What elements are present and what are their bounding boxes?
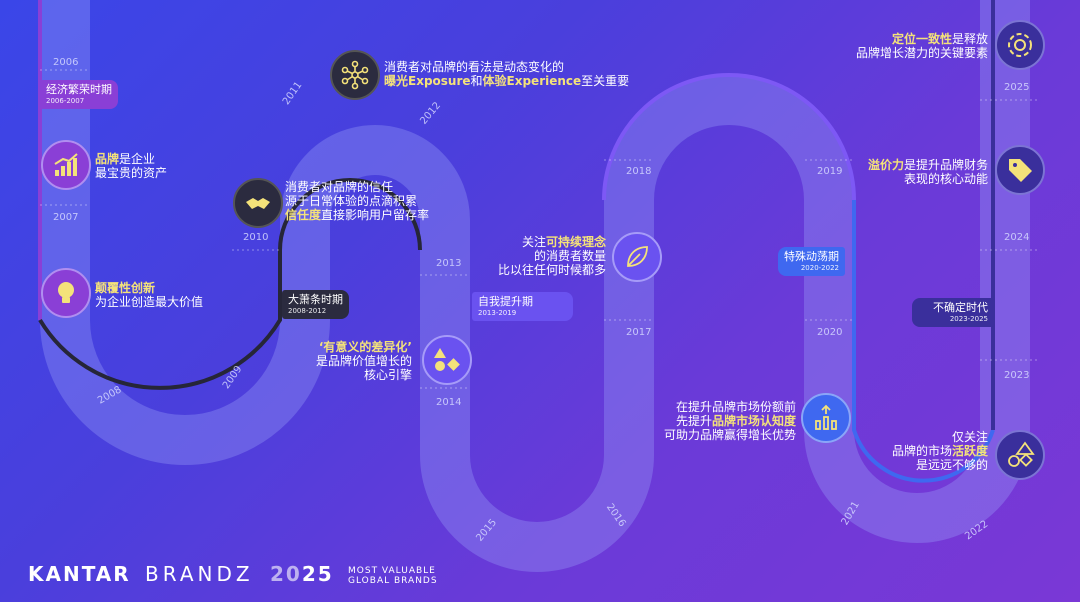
insight-text: 先提升 bbox=[675, 414, 712, 428]
insight-text: 是释放 bbox=[951, 32, 988, 46]
insight-text: 源于日常体验的点滴积累 bbox=[285, 194, 418, 208]
insight-premium-power: 溢价力是提升品牌财务 表现的核心动能 bbox=[850, 158, 988, 186]
era-range: 2006-2007 bbox=[46, 97, 85, 105]
year-label-2010: 2010 bbox=[243, 232, 269, 243]
insight-text: 是远远不够的 bbox=[915, 458, 988, 472]
era-name: 不确定时代 bbox=[933, 301, 988, 314]
leaf-icon bbox=[612, 232, 662, 282]
insight-text: 为企业创造最大价值 bbox=[95, 295, 204, 309]
insight-text: 直接影响用户留存率 bbox=[321, 208, 430, 222]
insight-highlight: 颠覆性创新 bbox=[95, 281, 156, 295]
growth-chart-icon bbox=[41, 140, 91, 190]
shapes-icon bbox=[422, 335, 472, 385]
lightbulb-icon bbox=[41, 268, 91, 318]
logo-year-a: 20 bbox=[269, 562, 302, 586]
era-self-improvement: 自我提升期 2013-2019 bbox=[472, 292, 573, 321]
era-depression: 大萧条时期 2008-2012 bbox=[282, 290, 349, 319]
logo-sub: BRANDZ bbox=[145, 562, 254, 586]
era-name: 自我提升期 bbox=[478, 295, 533, 308]
insight-market-activity: 仅关注 品牌的市场活跃度 是远远不够的 bbox=[870, 430, 988, 472]
insight-text: 消费者对品牌的看法是动态变化的 bbox=[384, 60, 565, 74]
insight-highlight: 体验Experience bbox=[482, 74, 582, 88]
kantar-brandz-logo: KANTAR BRANDZ 2025 MOST VALUABLE GLOBAL … bbox=[28, 562, 438, 586]
insight-meaningful-difference: ‘有意义的差异化’ 是品牌价值增长的 核心引擎 bbox=[300, 340, 412, 382]
shapes-icon bbox=[995, 430, 1045, 480]
insight-text: 和 bbox=[470, 74, 483, 88]
insight-text: 消费者对品牌的信任 bbox=[285, 180, 394, 194]
insight-highlight: ‘有意义的差异化’ bbox=[318, 340, 412, 354]
insight-disruptive-innovation: 颠覆性创新 为企业创造最大价值 bbox=[95, 281, 203, 309]
logo-brand: KANTAR bbox=[28, 562, 131, 586]
insight-text: 是企业 bbox=[119, 152, 156, 166]
year-label-2023: 2023 bbox=[1004, 370, 1030, 381]
era-name: 大萧条时期 bbox=[288, 293, 343, 306]
insight-exposure-experience: 消费者对品牌的看法是动态变化的 曝光Exposure和体验Experience至… bbox=[384, 60, 629, 88]
insight-sustainability: 关注可持续理念 的消费者数量 比以往任何时候都多 bbox=[480, 235, 606, 277]
handshake-icon bbox=[233, 178, 283, 228]
insight-brand-awareness: 在提升品牌市场份额前 先提升品牌市场认知度 可助力品牌赢得增长优势 bbox=[640, 400, 796, 442]
era-range: 2013-2019 bbox=[478, 309, 517, 317]
era-range: 2023-2025 bbox=[949, 315, 988, 323]
insight-text: 的消费者数量 bbox=[533, 249, 606, 263]
insight-highlight: 曝光Exposure bbox=[384, 74, 471, 88]
insight-text: 比以往任何时候都多 bbox=[497, 263, 606, 277]
era-name: 经济繁荣时期 bbox=[46, 83, 112, 96]
insight-brand-asset: 品牌是企业 最宝贵的资产 bbox=[95, 152, 167, 180]
insight-highlight: 溢价力 bbox=[867, 158, 904, 172]
era-name: 特殊动荡期 bbox=[784, 250, 839, 263]
year-label-2007: 2007 bbox=[53, 212, 79, 223]
insight-highlight: 活跃度 bbox=[951, 444, 988, 458]
year-label-2020: 2020 bbox=[817, 327, 843, 338]
year-label-2014: 2014 bbox=[436, 397, 462, 408]
price-tag-icon bbox=[995, 145, 1045, 195]
bar-arrow-icon bbox=[801, 393, 851, 443]
insight-trust: 消费者对品牌的信任 源于日常体验的点滴积累 信任度直接影响用户留存率 bbox=[285, 180, 429, 222]
insight-text: 核心引擎 bbox=[363, 368, 412, 382]
insight-text: 最宝贵的资产 bbox=[95, 166, 168, 180]
era-uncertain: 不确定时代 2023-2025 bbox=[912, 298, 994, 327]
year-label-2017: 2017 bbox=[626, 327, 652, 338]
insight-text: 是品牌价值增长的 bbox=[315, 354, 412, 368]
insight-highlight: 定位一致性 bbox=[891, 32, 952, 46]
insight-highlight: 品牌市场认知度 bbox=[711, 414, 796, 428]
year-label-2025: 2025 bbox=[1004, 82, 1030, 93]
insight-text: 品牌增长潜力的关键要素 bbox=[855, 46, 988, 60]
gear-icon bbox=[995, 20, 1045, 70]
logo-tag-2: GLOBAL BRANDS bbox=[348, 575, 438, 586]
era-boom: 经济繁荣时期 2006-2007 bbox=[40, 80, 118, 109]
insight-text: 表现的核心动能 bbox=[903, 172, 988, 186]
insight-text: 在提升品牌市场份额前 bbox=[675, 400, 796, 414]
insight-text: 是提升品牌财务 bbox=[903, 158, 988, 172]
insight-positioning-consistency: 定位一致性是释放 品牌增长潜力的关键要素 bbox=[838, 32, 988, 60]
insight-text: 品牌的市场 bbox=[891, 444, 952, 458]
year-label-2018: 2018 bbox=[626, 166, 652, 177]
year-label-2019: 2019 bbox=[817, 166, 843, 177]
insight-text: 至关重要 bbox=[581, 74, 630, 88]
insight-text: 关注 bbox=[521, 235, 546, 249]
logo-year-b: 25 bbox=[301, 562, 334, 586]
logo-tag-1: MOST VALUABLE bbox=[348, 565, 436, 576]
insight-highlight: 可持续理念 bbox=[545, 235, 606, 249]
insight-highlight: 品牌 bbox=[95, 152, 120, 166]
insight-text: 仅关注 bbox=[951, 430, 988, 444]
insight-highlight: 信任度 bbox=[285, 208, 322, 222]
year-label-2024: 2024 bbox=[1004, 232, 1030, 243]
network-icon bbox=[330, 50, 380, 100]
era-range: 2020-2022 bbox=[800, 264, 839, 272]
era-range: 2008-2012 bbox=[288, 307, 327, 315]
era-turbulent: 特殊动荡期 2020-2022 bbox=[778, 247, 845, 276]
year-label-2006: 2006 bbox=[53, 57, 79, 68]
insight-text: 可助力品牌赢得增长优势 bbox=[663, 428, 796, 442]
year-label-2013: 2013 bbox=[436, 258, 462, 269]
